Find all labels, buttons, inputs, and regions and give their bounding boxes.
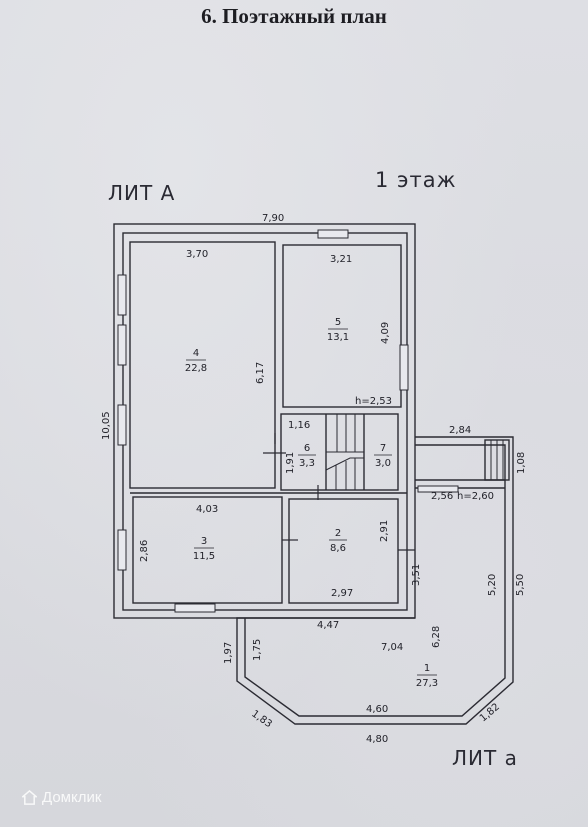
room-number: 1 [424,663,430,674]
room-label-3: 3 11,5 [193,536,215,562]
dim-left-overall: 10,05 [101,411,112,440]
dim-veranda-ceiling: h=2,60 [457,491,494,502]
room-number: 7 [380,443,386,454]
window-right-1 [399,344,409,391]
domclick-watermark: Домклик [22,789,101,806]
window-left-2 [117,324,127,366]
dim-veranda-inner-right: 5,20 [487,574,498,596]
room-2-outline [288,498,399,604]
dim-veranda-right-diag: 1,82 [478,702,502,725]
dim-veranda-top-edge: 4,47 [317,620,339,631]
dim-porch-top: 2,84 [449,425,471,436]
dim-veranda-inner-left: 1,75 [252,639,263,661]
room-label-4: 4 22,8 [185,348,207,374]
dim-veranda-outer-left: 1,97 [223,642,234,664]
dim-veranda-outer-bottom: 4,80 [366,734,388,745]
window-left-1 [117,274,127,316]
dim-veranda-step: 3,51 [411,564,422,586]
dim-veranda-top: 2,56 [431,491,453,502]
lit-a-lower-label: ЛИТ а [452,746,518,770]
window-left-3 [117,404,127,446]
veranda-inner-wall [244,444,506,717]
floor-label: 1 этаж [375,168,457,192]
watermark-text: Домклик [42,789,102,806]
room-label-5: 5 13,1 [327,317,349,343]
dim-r3-width: 4,03 [196,504,218,515]
room-4-outline [129,241,276,489]
dim-veranda-left-diag: 1,83 [249,708,274,730]
house-icon [22,790,37,805]
page-title: 6. Поэтажный план [201,4,387,28]
window-bottom [174,603,216,613]
room-area: 22,8 [185,363,207,374]
room-area: 8,6 [330,543,346,554]
dim-r5-width: 3,21 [330,254,352,265]
room-number: 4 [193,348,199,359]
room-label-2: 2 8,6 [329,528,347,554]
dim-r5-ceiling: h=2,53 [355,396,392,407]
dim-veranda-depth: 7,04 [381,642,403,653]
window-veranda-top [417,485,459,493]
room-area: 3,0 [375,458,391,469]
window-left-4 [117,529,127,571]
room-number: 6 [304,443,310,454]
dim-stair-width: 1,16 [288,420,310,431]
dim-r5-height: 4,09 [380,322,391,344]
room-area: 13,1 [327,332,349,343]
outer-wall-outer [113,223,416,619]
dim-veranda-width: 6,28 [431,626,442,648]
dim-r2-width: 2,97 [331,588,353,599]
dim-veranda-outer-right: 5,50 [515,574,526,596]
room-5-outline [282,244,402,408]
dim-r3-height: 2,86 [139,540,150,562]
dim-r2-height: 2,91 [379,520,390,542]
room-label-1: 1 27,3 [416,663,438,689]
stair-area-outline [280,413,399,491]
window-top [317,229,349,239]
dim-top-overall: 7,90 [262,213,284,224]
room-label-6: 6 3,3 [298,443,316,469]
room-number: 2 [335,528,341,539]
room-area: 11,5 [193,551,215,562]
room-area: 3,3 [299,458,315,469]
dim-veranda-inner-bottom: 4,60 [366,704,388,715]
room-number: 3 [201,536,207,547]
room-label-7: 7 3,0 [374,443,392,469]
lit-a-upper-label: ЛИТ А [108,181,176,205]
room-area: 27,3 [416,678,438,689]
veranda-outer-wall [236,436,514,725]
room-3-outline [132,496,283,604]
dim-r4-width: 3,70 [186,249,208,260]
dim-r6-height: 1,91 [285,452,296,474]
room-number: 5 [335,317,341,328]
dim-porch-side: 1,08 [516,452,527,474]
dim-r4-height: 6,17 [255,362,266,384]
